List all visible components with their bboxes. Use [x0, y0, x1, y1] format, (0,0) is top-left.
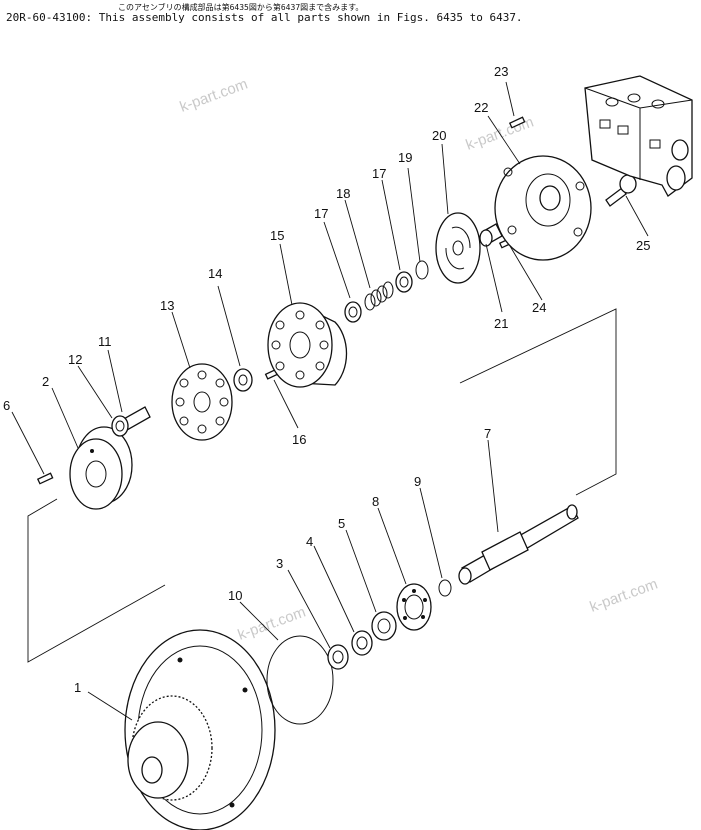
callout-10: 10 [228, 588, 242, 603]
part-retainer-plate [171, 363, 233, 441]
part-end-cover [494, 155, 592, 261]
callout-19: 19 [398, 150, 412, 165]
part-needle-bearing [479, 223, 503, 247]
part-housing [124, 629, 276, 830]
callout-12: 12 [68, 352, 82, 367]
watermark: k-part.com [236, 604, 308, 644]
callout-15: 15 [270, 228, 284, 243]
callout-9: 9 [414, 474, 421, 489]
callout-21: 21 [494, 316, 508, 331]
callout-23: 23 [494, 64, 508, 79]
callout-8: 8 [372, 494, 379, 509]
part-pin [36, 472, 54, 485]
part-valve-plate [435, 212, 481, 284]
callout-20: 20 [432, 128, 446, 143]
callout-4: 4 [306, 534, 313, 549]
callout-6: 6 [3, 398, 10, 413]
part-retainer-shaft [111, 406, 151, 437]
part-bearing [396, 583, 432, 631]
part-washers [327, 611, 397, 670]
part-snap-ring [438, 579, 452, 597]
callout-18: 18 [336, 186, 350, 201]
japanese-note: このアセンブリの構成部品は第6435図から第6437図まで含みます。 [118, 3, 364, 12]
part-plate [69, 426, 133, 510]
part-cylinder-block [267, 302, 348, 388]
part-pin-top [508, 116, 526, 129]
part-bolt [605, 174, 637, 207]
watermark: k-part.com [588, 576, 660, 616]
part-spring-set [344, 271, 413, 323]
watermark: k-part.com [178, 76, 250, 116]
assembly-bracket-lines [27, 308, 617, 663]
leader-lines [11, 81, 649, 721]
callout-3: 3 [276, 556, 283, 571]
callout-11: 11 [98, 334, 112, 349]
callout-1: 1 [74, 680, 81, 695]
part-valve-block [584, 75, 693, 197]
callout-labels: 1 2 3 4 5 6 7 8 9 10 11 12 13 14 15 16 1… [3, 64, 650, 695]
callout-17: 17 [372, 166, 386, 181]
callout-5: 5 [338, 516, 345, 531]
part-o-ring [266, 635, 334, 725]
callout-24: 24 [532, 300, 546, 315]
callout-17: 17 [314, 206, 328, 221]
part-bushing [233, 368, 253, 392]
callout-22: 22 [474, 100, 488, 115]
callout-7: 7 [484, 426, 491, 441]
part-snap-ring-2 [415, 260, 429, 280]
callout-14: 14 [208, 266, 222, 281]
callout-13: 13 [160, 298, 174, 313]
assembly-note: 20R-60-43100: This assembly consists of … [6, 11, 523, 24]
callout-2: 2 [42, 374, 49, 389]
part-shaft [458, 504, 579, 585]
callout-25: 25 [636, 238, 650, 253]
callout-16: 16 [292, 432, 306, 447]
